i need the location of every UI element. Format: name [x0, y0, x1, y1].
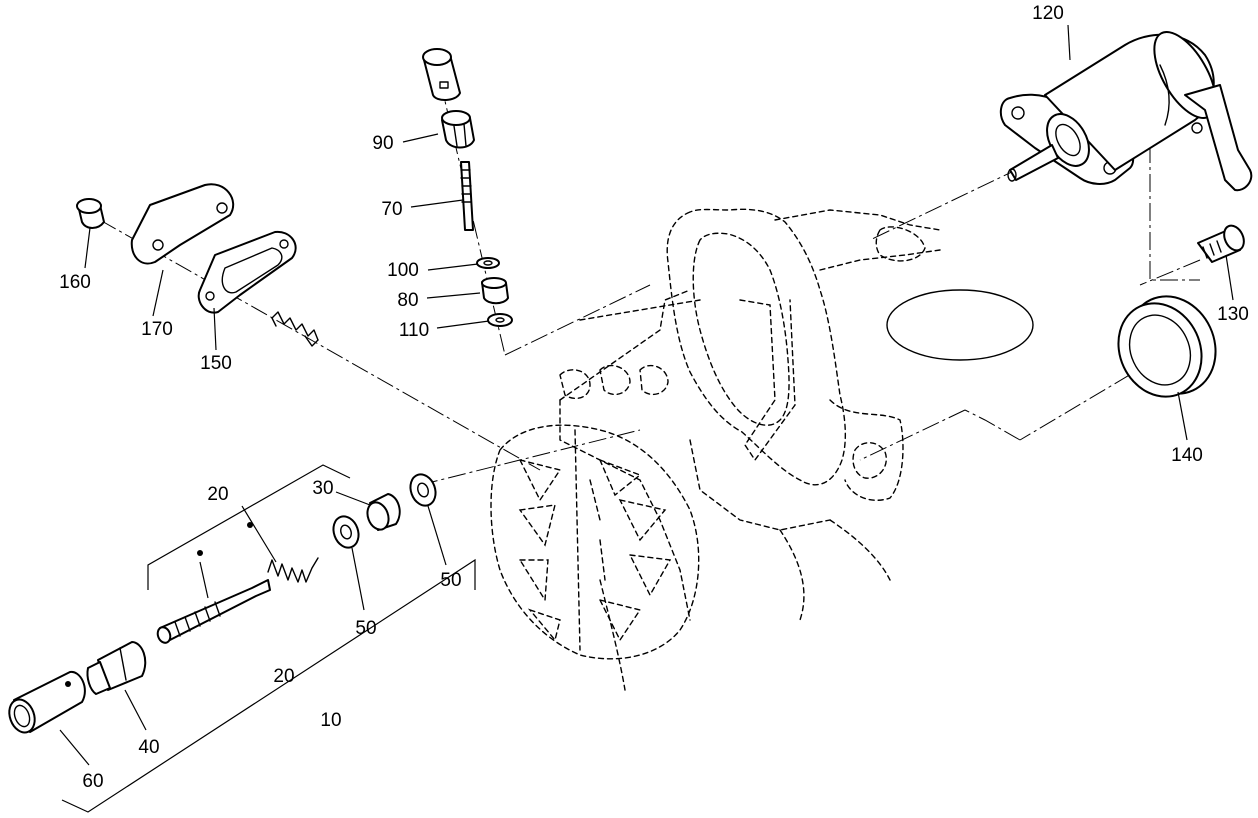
cap-part-60 — [8, 670, 86, 734]
callout-150: 150 — [200, 353, 232, 374]
callout-50-left: 50 — [355, 618, 377, 639]
callout-80: 80 — [397, 290, 419, 311]
callout-160: 160 — [59, 272, 91, 293]
seal-ring-part-140 — [1117, 295, 1217, 398]
spring-part-20 — [267, 557, 319, 583]
callout-100: 100 — [387, 260, 419, 281]
callout-20-top: 20 — [207, 484, 229, 505]
nut-part-160 — [76, 198, 105, 229]
callout-140: 140 — [1171, 445, 1203, 466]
group-brackets — [61, 464, 476, 813]
callout-170: 170 — [141, 319, 173, 340]
cover-plate-part-170 — [130, 183, 235, 265]
nut-part-30 — [366, 493, 401, 531]
callout-20-bottom: 20 — [273, 666, 295, 687]
callout-120: 120 — [1032, 3, 1064, 24]
callout-10: 10 — [320, 710, 342, 731]
spring-part-150-assembly — [271, 311, 319, 347]
actuator-part-120 — [999, 31, 1253, 192]
callout-40: 40 — [138, 737, 160, 758]
callout-90: 90 — [372, 133, 394, 154]
stud-part-70 — [460, 161, 474, 231]
bolt-part-130 — [1197, 224, 1245, 263]
nut-part-40 — [86, 641, 147, 695]
callout-50-right: 50 — [440, 570, 462, 591]
nut-part-80 — [481, 277, 509, 305]
cap-part-90 — [422, 48, 461, 101]
callout-30: 30 — [312, 478, 334, 499]
valve-stem-part-20 — [156, 579, 271, 644]
washer-part-50-right — [409, 473, 437, 507]
washer-part-100 — [476, 257, 500, 269]
callout-60: 60 — [82, 771, 104, 792]
callout-70: 70 — [381, 199, 403, 220]
nut-part-90 — [441, 110, 475, 149]
center-lines — [99, 79, 1201, 486]
washer-part-50-left — [332, 515, 360, 549]
leader-lines — [59, 24, 1234, 766]
transmission-housing — [559, 208, 1034, 691]
washer-part-110 — [487, 313, 513, 327]
callout-130: 130 — [1217, 304, 1249, 325]
callout-110: 110 — [398, 320, 430, 341]
grid-cover — [490, 424, 700, 660]
gasket-part-150 — [197, 230, 297, 314]
